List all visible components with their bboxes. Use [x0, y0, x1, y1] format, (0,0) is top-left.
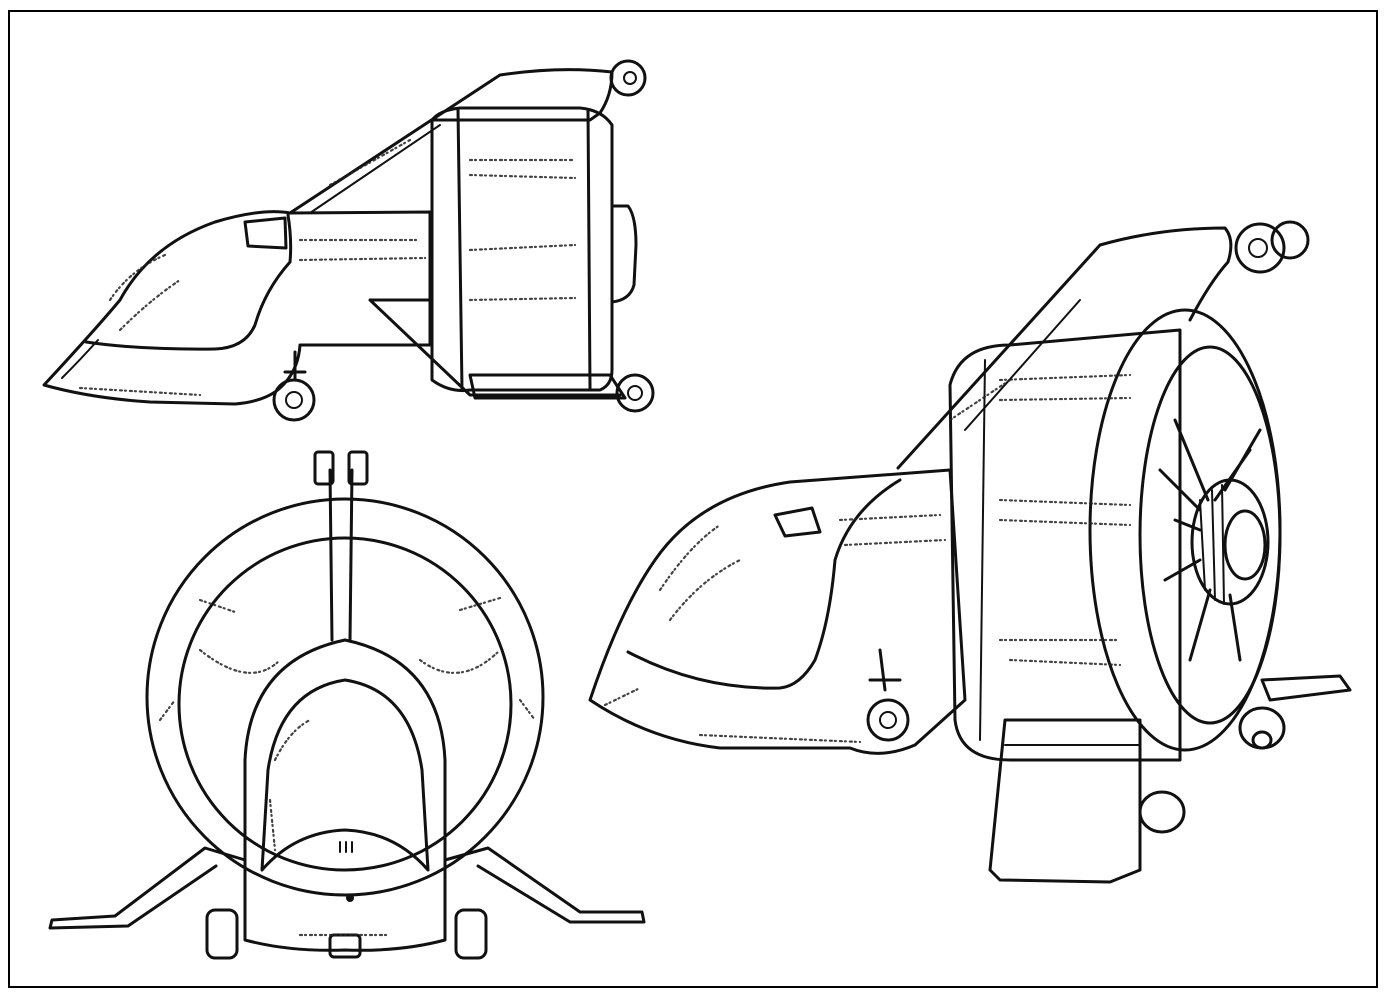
side-view-canopy: [84, 213, 293, 351]
front-view-fin-wheel-left: [313, 450, 335, 486]
perspective-fin-wheel-hub: [1248, 238, 1268, 258]
side-view: [42, 59, 655, 422]
perspective-front-strut: [868, 648, 902, 692]
front-view-sensor-dot: [346, 894, 354, 902]
side-view-skid: [368, 298, 622, 397]
perspective-duct-seam: [979, 359, 986, 741]
perspective-front-wheel-hub: [879, 711, 897, 729]
front-view-inner-ring: [177, 536, 513, 872]
side-view-rear-wheel-hub: [627, 385, 643, 401]
front-view-center-wheel: [328, 933, 362, 959]
perspective-rear-wheel-hub: [1251, 730, 1273, 750]
side-view-rear-nozzle: [610, 204, 638, 304]
front-view-outer-ring: [145, 497, 545, 897]
perspective-view: [588, 220, 1352, 884]
side-view-rear-foot: [468, 373, 627, 400]
perspective-lower-fin: [988, 718, 1142, 884]
side-view-duct-ring: [430, 106, 614, 392]
perspective-front-wheel: [866, 698, 910, 742]
front-view-pod: [243, 638, 447, 952]
side-view-duct-front-edge: [456, 108, 464, 392]
side-view-fin-wheel: [609, 59, 647, 97]
side-view-fin-inner: [309, 124, 441, 214]
front-view-left-leg: [48, 846, 247, 930]
front-view-fin-wheel-right: [347, 450, 369, 486]
side-view-fin-wheel-hub: [623, 71, 637, 85]
perspective-rear-wheel: [1238, 706, 1286, 750]
perspective-fin-wheel-outer: [1270, 220, 1310, 260]
perspective-tail-foot: [1260, 674, 1352, 702]
front-view-right-wheel: [454, 908, 488, 960]
perspective-pod: [588, 468, 967, 755]
perspective-fan-hub-nose: [1223, 509, 1267, 581]
front-view-canopy: [260, 678, 430, 872]
front-view-vents: [339, 841, 353, 853]
side-view-rear-wheel: [615, 373, 655, 413]
side-view-canopy-window: [243, 216, 288, 250]
perspective-duct-body: [948, 328, 1182, 762]
front-view-fin: [328, 468, 354, 642]
front-view: [48, 450, 646, 960]
side-view-front-wheel-hub: [285, 391, 303, 409]
perspective-hub-ribs: [1199, 484, 1225, 605]
front-view-left-wheel: [205, 908, 239, 960]
perspective-fin: [896, 226, 1233, 470]
front-view-right-leg: [443, 846, 646, 924]
perspective-fin-inner: [964, 299, 1081, 431]
side-view-nose-stripe: [61, 339, 99, 379]
perspective-left-wheel: [1138, 790, 1186, 834]
perspective-shading: [603, 373, 1132, 744]
perspective-fin-wheel: [1234, 222, 1286, 274]
perspective-canopy: [626, 478, 902, 690]
perspective-canopy-window: [773, 506, 822, 538]
side-view-front-wheel: [272, 378, 316, 422]
front-view-shading: [158, 596, 537, 937]
side-view-duct-rear-edge: [586, 108, 592, 390]
side-view-front-strut: [283, 350, 307, 380]
side-view-dorsal-fin: [288, 68, 614, 215]
side-view-shading: [78, 138, 577, 397]
page-frame: [8, 10, 1378, 988]
perspective-fan-hub: [1190, 478, 1270, 606]
perspective-fan-blades: [1158, 418, 1262, 662]
perspective-duct-rim-inner: [1138, 345, 1282, 725]
